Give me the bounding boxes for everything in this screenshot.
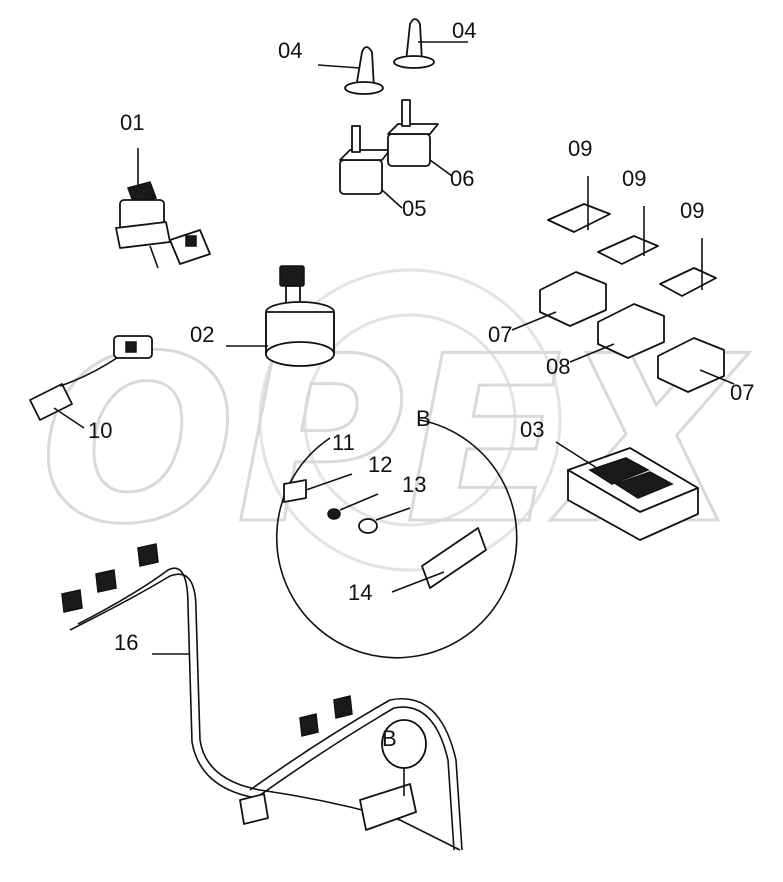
label-03: 03 [520, 417, 544, 442]
bezel-group [511, 176, 735, 393]
label-13: 13 [402, 472, 426, 497]
part-labels: 01 02 03 04 04 05 06 07 07 08 09 09 09 1… [88, 18, 754, 751]
switch-01 [115, 148, 211, 269]
label-07-right: 07 [730, 380, 754, 405]
label-06: 06 [450, 166, 474, 191]
label-09-a: 09 [568, 136, 592, 161]
label-05: 05 [402, 196, 426, 221]
label-09-b: 09 [622, 166, 646, 191]
rocker-switch-03 [555, 441, 699, 541]
detail-label-b-bottom: B [382, 726, 397, 751]
detail-label-b-top: B [416, 406, 431, 431]
label-16: 16 [114, 630, 138, 655]
label-08: 08 [546, 354, 570, 379]
wiring-harness-16 [61, 543, 463, 851]
label-09-c: 09 [680, 198, 704, 223]
label-07-left: 07 [488, 322, 512, 347]
label-04-left: 04 [278, 38, 302, 63]
label-02: 02 [190, 322, 214, 347]
toggle-boot-left [317, 46, 384, 95]
toggle-switch-06 [387, 99, 453, 177]
label-11: 11 [332, 430, 355, 455]
detail-b [275, 419, 518, 659]
micro-switch-10 [29, 335, 153, 429]
ignition-switch-02 [226, 265, 335, 367]
label-10: 10 [88, 418, 112, 443]
label-04-right: 04 [452, 18, 476, 43]
label-12: 12 [368, 452, 392, 477]
label-14: 14 [348, 580, 372, 605]
toggle-boot-right [393, 18, 468, 69]
label-01: 01 [120, 110, 144, 135]
